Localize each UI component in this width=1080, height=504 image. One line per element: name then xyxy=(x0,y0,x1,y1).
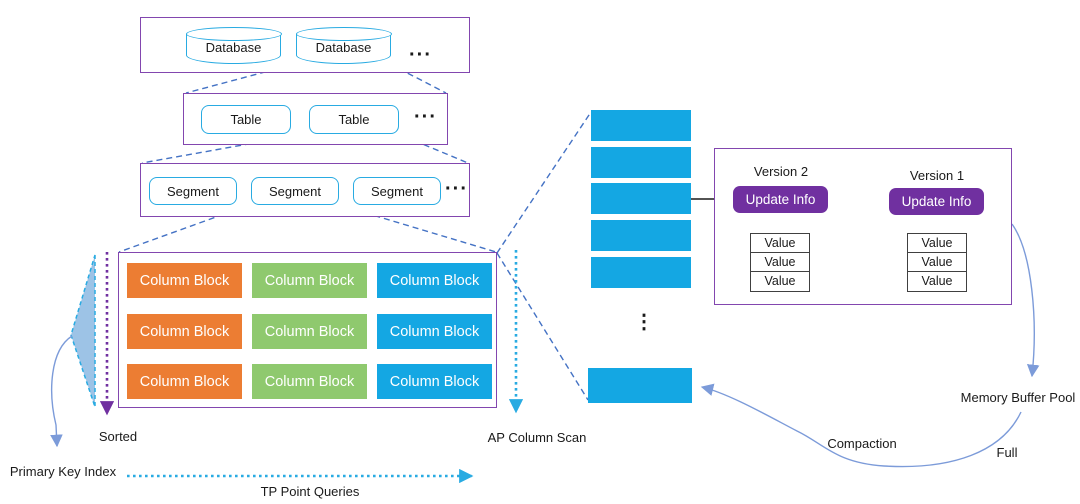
stack-block xyxy=(591,183,691,214)
column-block-green: Column Block xyxy=(252,364,367,399)
version2-label: Version 2 xyxy=(753,164,809,179)
update-info-version1: Update Info xyxy=(889,188,984,215)
sorted-label: Sorted xyxy=(98,429,138,444)
stack-ellipsis: ⋮ xyxy=(634,311,654,333)
curve-box-to-memory-buffer-pool xyxy=(1011,223,1040,378)
value-cell: Value xyxy=(907,271,967,292)
table-label: Table xyxy=(230,112,262,127)
dashed-colbox-to-stack-bottom xyxy=(496,252,589,401)
table-node: Table xyxy=(309,105,399,134)
column-block-blue: Column Block xyxy=(377,263,492,298)
column-block-blue: Column Block xyxy=(377,364,492,399)
segment-level-box: Segment Segment Segment ··· xyxy=(140,163,470,217)
compacted-stack-block xyxy=(588,368,692,403)
primary-key-index-label: Primary Key Index xyxy=(9,464,117,479)
table-level-box: Table Table ··· xyxy=(183,93,448,145)
stack-block xyxy=(591,110,691,141)
value-cell: Value xyxy=(907,233,967,254)
segment-ellipsis: ··· xyxy=(445,178,468,200)
ap-column-scan-label: AP Column Scan xyxy=(487,430,587,445)
database-label: Database xyxy=(205,40,262,55)
value-stack-version2: Value Value Value xyxy=(750,233,810,292)
column-block-orange: Column Block xyxy=(127,364,242,399)
full-label: Full xyxy=(996,445,1018,460)
column-block-blue: Column Block xyxy=(377,314,492,349)
compaction-label: Compaction xyxy=(827,436,897,451)
value-stack-version1: Value Value Value xyxy=(907,233,967,292)
segment-label: Segment xyxy=(370,183,424,199)
value-cell: Value xyxy=(750,233,810,254)
database-label: Database xyxy=(315,40,372,55)
value-cell: Value xyxy=(750,252,810,273)
segment-label: Segment xyxy=(268,183,322,199)
segment-node: Segment xyxy=(149,177,237,205)
stack-block xyxy=(591,257,691,288)
memory-buffer-pool-label: Memory Buffer Pool xyxy=(960,390,1076,405)
value-cell: Value xyxy=(750,271,810,292)
segment-node: Segment xyxy=(353,177,441,205)
table-node: Table xyxy=(201,105,291,134)
database-cylinder: Database xyxy=(295,27,392,64)
database-ellipsis: ··· xyxy=(409,44,432,66)
table-ellipsis: ··· xyxy=(414,106,437,128)
tp-point-queries-label: TP Point Queries xyxy=(260,484,360,499)
column-block-green: Column Block xyxy=(252,263,367,298)
database-level-box: Database Database ··· xyxy=(140,17,470,73)
segment-node: Segment xyxy=(251,177,339,205)
table-label: Table xyxy=(338,112,370,127)
database-cylinder: Database xyxy=(185,27,282,64)
column-block-orange: Column Block xyxy=(127,263,242,298)
version1-label: Version 1 xyxy=(909,168,965,183)
stack-block xyxy=(591,147,691,178)
segment-label: Segment xyxy=(166,183,220,199)
value-cell: Value xyxy=(907,252,967,273)
column-block-orange: Column Block xyxy=(127,314,242,349)
dashed-colbox-to-stack-top xyxy=(496,111,592,254)
column-block-green: Column Block xyxy=(252,314,367,349)
update-info-version2: Update Info xyxy=(733,186,828,213)
stack-block xyxy=(591,220,691,251)
primary-key-index-triangle xyxy=(70,254,96,408)
curve-to-primary-key-index xyxy=(50,335,73,448)
